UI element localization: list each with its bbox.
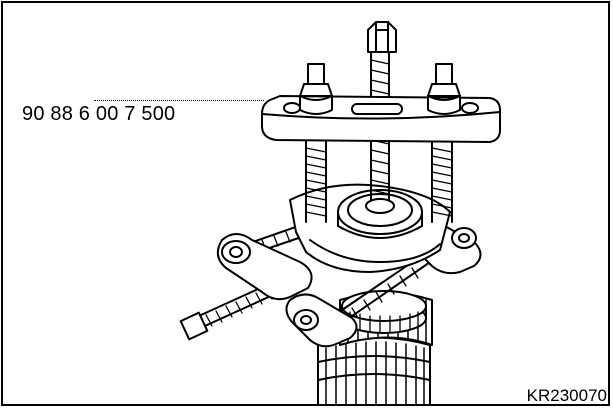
adjusting-nuts — [299, 21, 461, 115]
thrust-collar — [337, 189, 423, 239]
crossbar — [261, 95, 501, 143]
part-number-label: 90 88 6 00 7 500 — [22, 103, 176, 125]
puller-jaws — [179, 183, 482, 348]
figure-code: KR230070 — [526, 386, 607, 405]
leader-line — [94, 100, 264, 101]
